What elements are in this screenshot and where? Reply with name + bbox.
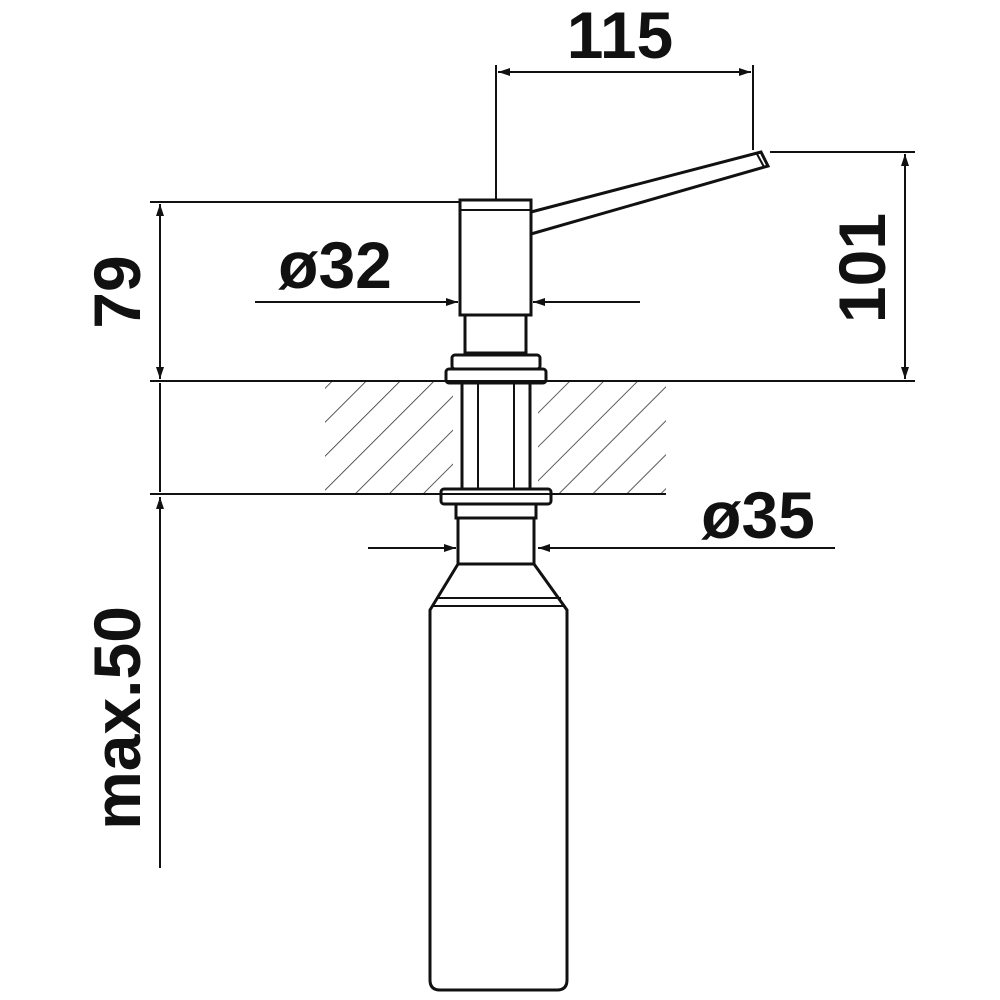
lower-washer (454, 502, 538, 520)
countertop-hatch-right (538, 381, 666, 494)
pump-neck (463, 313, 528, 355)
label-101: 101 (825, 213, 899, 323)
threaded-shank (460, 381, 532, 491)
label-max-50: max.50 (80, 606, 154, 830)
dim-head-height: 79 (80, 201, 460, 379)
label-diameter-35: ø35 (701, 478, 815, 552)
pump-head (458, 198, 533, 317)
upper-flange (450, 353, 542, 371)
dim-hole-diameter: ø35 (368, 478, 835, 552)
spout-tip-line (756, 153, 765, 168)
countertop-section (150, 380, 915, 495)
spout (529, 150, 771, 236)
label-115: 115 (567, 0, 673, 72)
label-diameter-32: ø32 (278, 228, 392, 302)
countertop-hatch-left (325, 381, 453, 494)
dim-max-thickness: max.50 (80, 383, 164, 868)
soap-bottle (428, 516, 569, 992)
bottle-neck (456, 516, 536, 566)
bottle-body (428, 562, 569, 992)
lower-nut (439, 487, 553, 506)
label-79: 79 (80, 255, 154, 328)
dim-total-height: 101 (770, 151, 915, 379)
dim-head-diameter: ø32 (255, 228, 640, 306)
dispenser-head (458, 150, 771, 355)
dim-spout-reach: 115 (495, 0, 754, 200)
shank-assembly (439, 353, 553, 520)
